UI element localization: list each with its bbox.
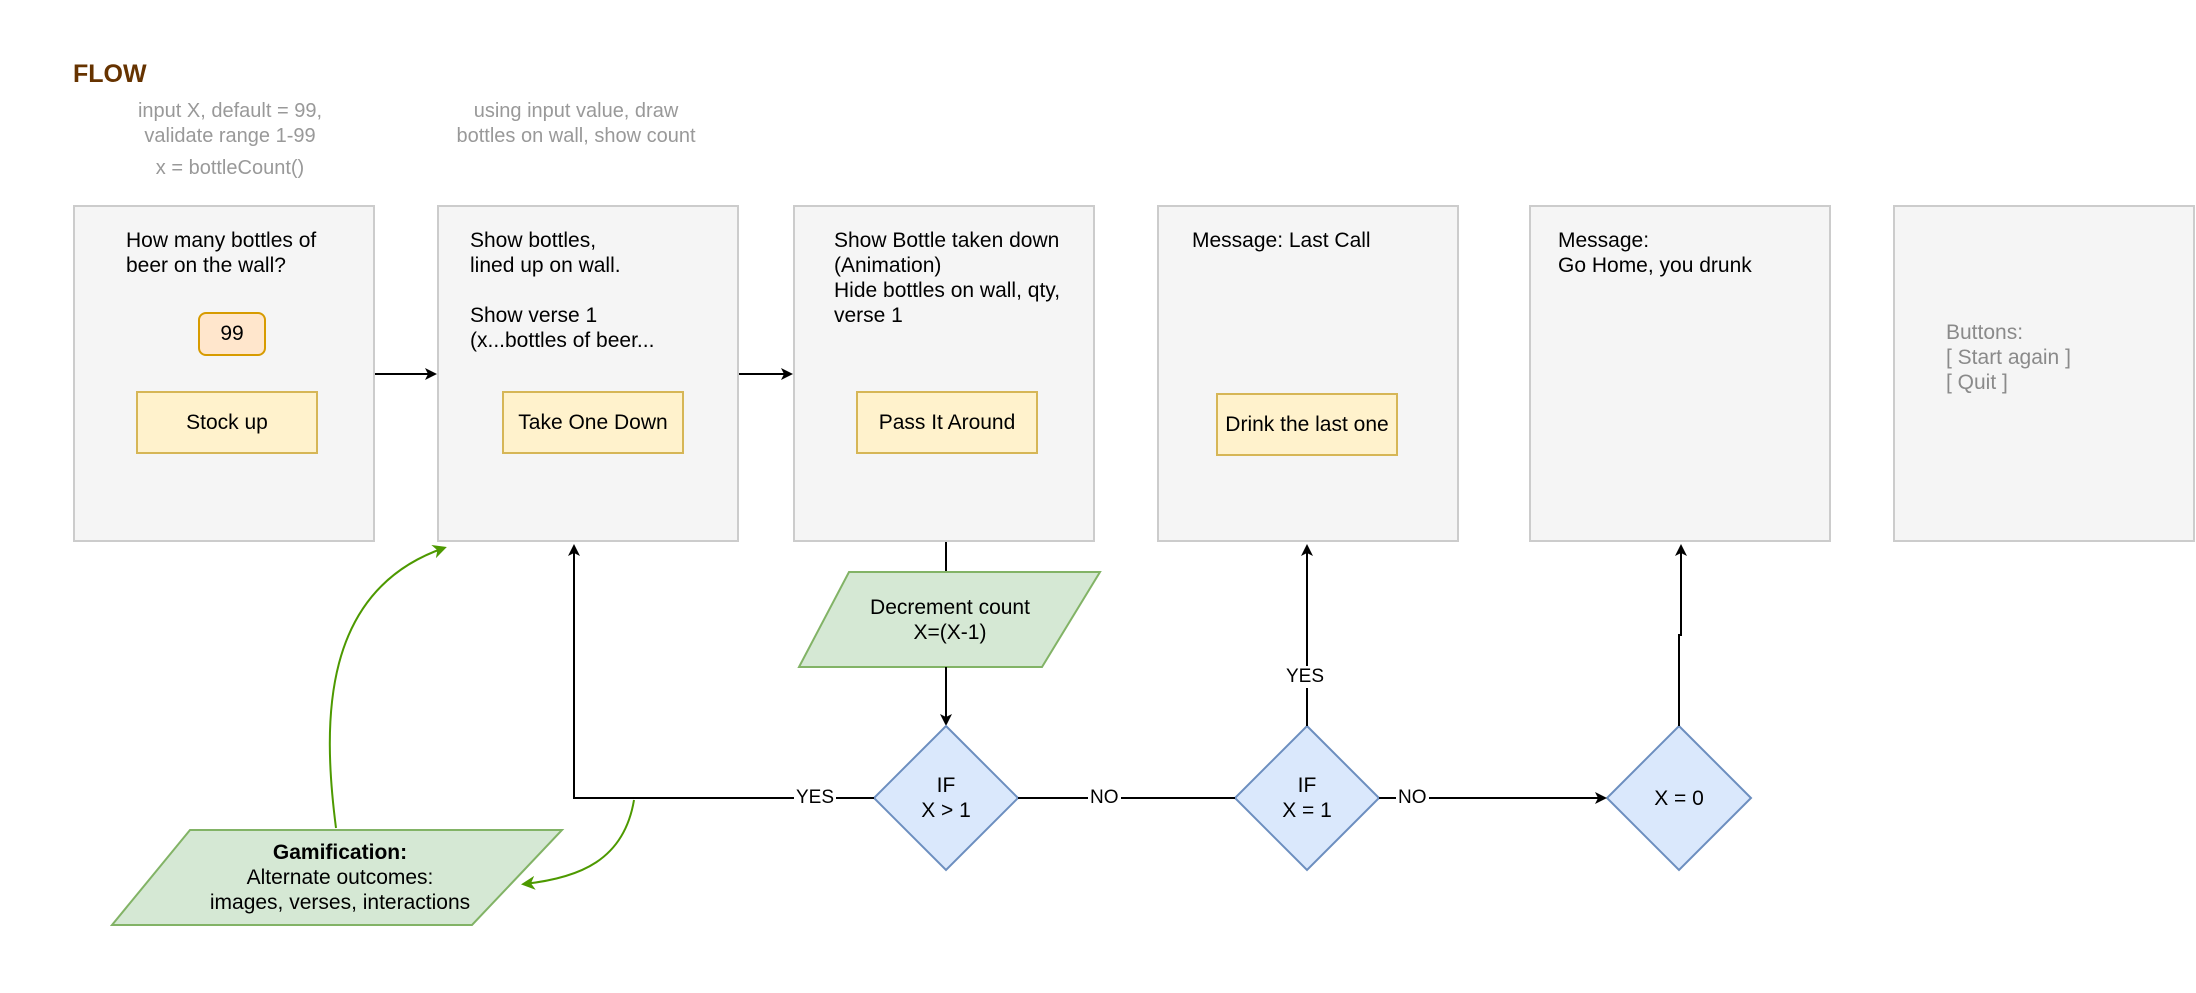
drink-last-one-button[interactable]: Drink the last one — [1216, 393, 1398, 456]
x-eq0-diamond — [1605, 724, 1753, 872]
panel-show-bottles-text: Show bottles, lined up on wall. Show ver… — [470, 229, 655, 352]
panel-last-call: Message: Last Call Drink the last one — [1157, 205, 1459, 542]
stock-up-button[interactable]: Stock up — [136, 391, 318, 454]
decrement-label: Decrement count X=(X-1) — [870, 596, 1030, 644]
bottle-count-input[interactable]: 99 — [198, 312, 266, 356]
draw-note: using input value, draw bottles on wall,… — [456, 100, 696, 147]
take-one-down-button[interactable]: Take One Down — [502, 391, 684, 454]
panel-take-down: Show Bottle taken down (Animation) Hide … — [793, 205, 1095, 542]
panel-go-home: Message: Go Home, you drunk — [1529, 205, 1831, 542]
arrow-yes-to-panel2 — [568, 544, 874, 799]
if-gt1-diamond — [872, 724, 1020, 872]
panel-show-bottles: Show bottles, lined up on wall. Show ver… — [437, 205, 739, 542]
x-eq0-label: X = 0 — [1654, 786, 1704, 810]
panel-input-text: How many bottles of beer on the wall? — [126, 229, 317, 277]
gamification-title: Gamification: — [272, 841, 408, 864]
curve-gamification-to-panel2 — [328, 544, 447, 829]
curve-yes-to-gamification — [521, 799, 635, 890]
if-eq1-diamond — [1233, 724, 1381, 872]
yes-label-up: YES — [1284, 666, 1327, 688]
gamification-label: Gamification: Alternate outcomes: images… — [170, 835, 510, 920]
gamification-shape — [109, 829, 565, 926]
panel-go-home-text: Message: Go Home, you drunk — [1558, 229, 1752, 277]
diagram-title: FLOW — [73, 60, 147, 88]
panel-input: How many bottles of beer on the wall? 99… — [73, 205, 375, 542]
if-gt1-label: IF X > 1 — [921, 774, 971, 822]
panel-buttons: Buttons: [ Start again ] [ Quit ] — [1893, 205, 2195, 542]
bottle-count-note: x = bottleCount() — [155, 157, 305, 179]
pass-it-around-button[interactable]: Pass It Around — [856, 391, 1038, 454]
input-note: input X, default = 99, validate range 1-… — [137, 100, 323, 147]
panel-buttons-text: Buttons: [ Start again ] [ Quit ] — [1946, 321, 2071, 394]
panel-last-call-text: Message: Last Call — [1192, 229, 1371, 252]
decrement-shape — [797, 571, 1102, 668]
no-label-1: NO — [1088, 787, 1121, 809]
gamification-body: Alternate outcomes: images, verses, inte… — [209, 866, 471, 914]
panel-take-down-text: Show Bottle taken down (Animation) Hide … — [834, 229, 1061, 327]
if-eq1-label: IF X = 1 — [1282, 774, 1332, 822]
yes-label-left: YES — [794, 787, 837, 809]
no-label-2: NO — [1396, 787, 1429, 809]
arrow-x-eq0-to-panel5 — [1675, 544, 1687, 726]
